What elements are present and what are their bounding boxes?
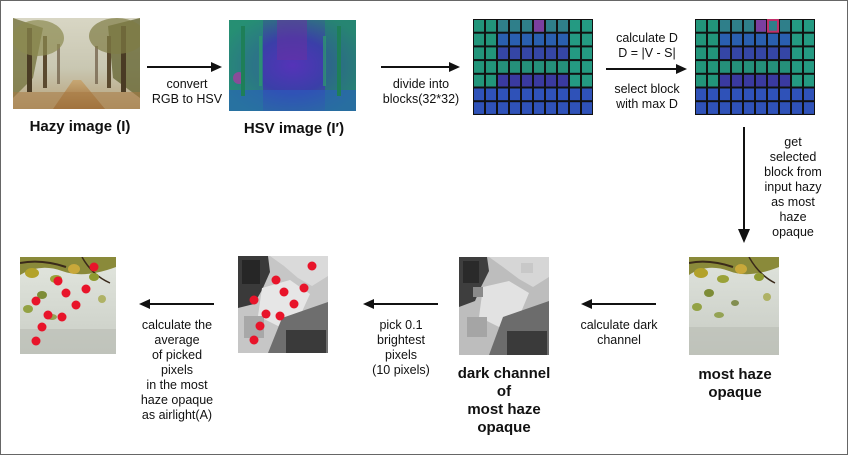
step-get-selected-line-2: selected — [753, 150, 833, 165]
picked-pixel-dot — [62, 289, 71, 298]
dark-caption-line-3: most haze — [437, 401, 571, 419]
step-pick-line-2: brightest — [351, 333, 451, 348]
step-get-selected-line-6: haze — [753, 210, 833, 225]
blocks-grid-2 — [695, 19, 815, 115]
step-select-block-line-1: select block — [597, 82, 697, 97]
hsv-image-caption: HSV image (I′) — [219, 120, 369, 138]
picked-pixel-dot — [280, 288, 289, 297]
step-calc-d-line-1: calculate D — [597, 31, 697, 46]
airlight-result-image — [20, 257, 116, 354]
step-get-selected-line-7: opaque — [753, 225, 833, 240]
step-average-line-6: haze opaque — [125, 393, 229, 408]
step-convert-line-1: convert — [137, 77, 237, 92]
step-average-line-3: of picked — [125, 348, 229, 363]
arrow-convert — [147, 61, 223, 73]
step-divide-line-2: blocks(32*32) — [369, 92, 473, 107]
picked-pixel-dot — [276, 312, 285, 321]
picked-pixel-dot — [72, 301, 81, 310]
step-average-line-1: calculate the — [125, 318, 229, 333]
step-get-selected-line-3: block from — [753, 165, 833, 180]
dark-caption-line-1: dark channel — [437, 365, 571, 383]
blocks-grid-1 — [473, 19, 593, 115]
step-convert-line-2: RGB to HSV — [137, 92, 237, 107]
picked-pixel-dot — [32, 297, 41, 306]
picked-pixel-dot — [90, 263, 99, 272]
step-average-line-4: pixels — [125, 363, 229, 378]
dark-caption-line-2: of — [437, 383, 571, 401]
step-divide-line-1: divide into — [369, 77, 473, 92]
arrow-dark-channel — [581, 298, 657, 310]
step-average-line-7: as airlight(A) — [125, 408, 229, 423]
step-average-line-5: in the most — [125, 378, 229, 393]
dark-caption-line-4: opaque — [437, 419, 571, 437]
picked-pixel-dot — [262, 310, 271, 319]
picked-pixel-dot — [32, 337, 41, 346]
picked-pixel-dot — [82, 285, 91, 294]
step-pick-line-4: (10 pixels) — [351, 363, 451, 378]
step-dark-channel-label: calculate dark channel — [567, 318, 671, 348]
most-haze-opaque-caption: most haze opaque — [677, 366, 793, 402]
most-haze-caption-line-1: most haze — [677, 366, 793, 384]
step-convert-label: convert RGB to HSV — [137, 77, 237, 107]
picked-pixel-dot — [44, 311, 53, 320]
arrow-pick — [363, 298, 439, 310]
picked-pixel-dot — [58, 313, 67, 322]
step-pick-label: pick 0.1 brightest pixels (10 pixels) — [351, 318, 451, 378]
step-get-selected-label: get selected block from input hazy as mo… — [753, 135, 833, 240]
picked-pixel-dot — [250, 296, 259, 305]
hsv-image — [229, 20, 356, 111]
picked-pixel-dot — [308, 262, 317, 271]
picked-pixel-dot — [38, 323, 47, 332]
selected-block-grid-image — [695, 19, 815, 115]
step-get-selected-line-5: as most — [753, 195, 833, 210]
blocks-grid-image — [473, 19, 593, 115]
most-haze-caption-line-2: opaque — [677, 384, 793, 402]
step-select-block-label: select block with max D — [597, 82, 697, 112]
step-divide-label: divide into blocks(32*32) — [369, 77, 473, 107]
most-haze-opaque-image — [689, 257, 779, 355]
step-average-label: calculate the average of picked pixels i… — [125, 318, 229, 423]
step-get-selected-line-1: get — [753, 135, 833, 150]
step-pick-line-1: pick 0.1 — [351, 318, 451, 333]
step-get-selected-line-4: input hazy — [753, 180, 833, 195]
picked-pixel-dot — [300, 284, 309, 293]
dark-channel-image — [459, 257, 549, 355]
step-select-block-line-2: with max D — [597, 97, 697, 112]
step-calc-d-line-2: D = |V - S| — [597, 46, 697, 61]
hazy-image — [13, 18, 140, 109]
picked-pixel-dot — [272, 276, 281, 285]
picked-pixels-image — [238, 256, 328, 353]
arrow-calc-d — [606, 63, 688, 75]
picked-pixel-dot — [250, 336, 259, 345]
arrow-get-selected — [737, 127, 751, 245]
step-dark-line-2: channel — [567, 333, 671, 348]
step-average-line-2: average — [125, 333, 229, 348]
arrow-divide — [381, 61, 461, 73]
step-pick-line-3: pixels — [351, 348, 451, 363]
step-dark-line-1: calculate dark — [567, 318, 671, 333]
step-calc-d-label: calculate D D = |V - S| — [597, 31, 697, 61]
picked-pixel-dot — [290, 300, 299, 309]
hazy-image-caption: Hazy image (I) — [5, 118, 155, 136]
arrow-average — [139, 298, 215, 310]
dark-channel-caption: dark channel of most haze opaque — [437, 365, 571, 437]
picked-pixel-dot — [256, 322, 265, 331]
picked-pixel-dot — [54, 277, 63, 286]
